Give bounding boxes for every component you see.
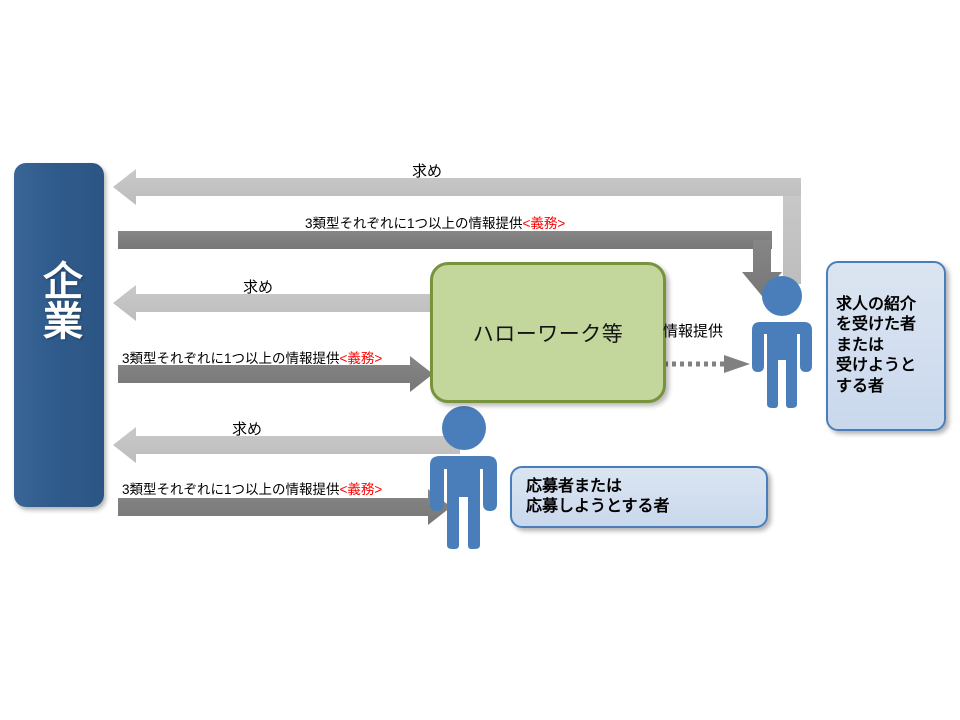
arrow-label-mid-provide: 3類型それぞれに1つ以上の情報提供<義務> xyxy=(122,347,382,367)
arrow-label-top-provide: 3類型それぞれに1つ以上の情報提供<義務> xyxy=(305,212,565,232)
arrow-label-mid-request: 求め xyxy=(243,279,274,296)
arrow-label-bottom-request: 求め xyxy=(232,421,263,438)
hellowork-label: ハローワーク等 xyxy=(472,322,624,346)
arrow-label-top-provide-obligation: <義務> xyxy=(522,216,566,231)
callout-referred-person: 求人の紹介 を受けた者 または 受けようと する者 xyxy=(826,261,946,431)
arrow-label-mid-provide-obligation: <義務> xyxy=(339,351,383,366)
arrow-mid-request xyxy=(113,285,430,321)
arrow-label-bottom-provide: 3類型それぞれに1つ以上の情報提供<義務> xyxy=(122,478,382,498)
arrow-label-top-request: 求め xyxy=(412,163,443,180)
arrow-label-bottom-provide-obligation: <義務> xyxy=(339,482,383,497)
callout-applicant-label: 応募者または 応募しようとする者 xyxy=(526,477,670,515)
callout-referred-person-label: 求人の紹介 を受けた者 または 受けようと する者 xyxy=(836,295,917,395)
enterprise-label: 企業 xyxy=(37,260,81,340)
enterprise-panel: 企業 xyxy=(14,163,104,507)
arrow-top-request xyxy=(113,169,801,284)
arrow-mid-provide xyxy=(118,356,433,392)
arrow-hellowork-to-person xyxy=(664,355,750,373)
arrow-label-bottom-provide-text: 3類型それぞれに1つ以上の情報提供 xyxy=(122,482,340,497)
hellowork-box: ハローワーク等 xyxy=(430,262,666,403)
callout-applicant: 応募者または 応募しようとする者 xyxy=(510,466,768,528)
arrow-label-top-provide-text: 3類型それぞれに1つ以上の情報提供 xyxy=(305,216,523,231)
person-icon-referred xyxy=(752,276,812,408)
person-icon-applicant xyxy=(430,406,497,549)
arrow-label-hellowork-to-person: 情報提供 xyxy=(663,323,724,340)
arrow-bottom-request xyxy=(113,427,460,463)
arrow-bottom-provide xyxy=(118,489,451,525)
arrow-label-mid-provide-text: 3類型それぞれに1つ以上の情報提供 xyxy=(122,351,340,366)
